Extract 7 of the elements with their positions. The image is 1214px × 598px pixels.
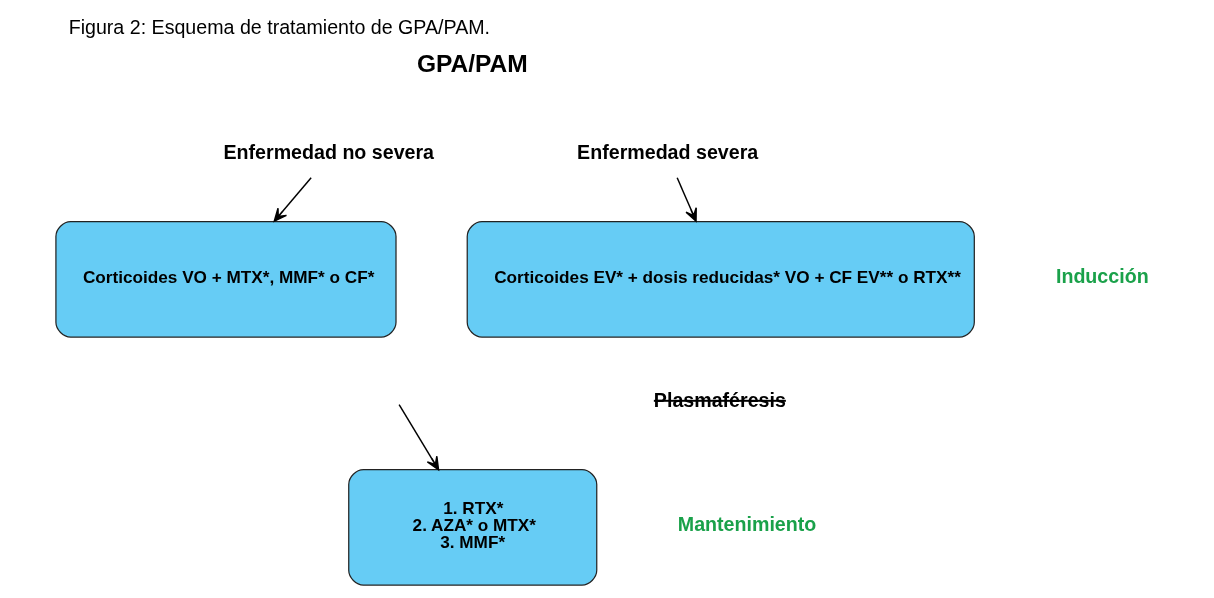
diagram-title: Figura 2: Esquema de tratamiento de GPA/PAM. [68, 15, 490, 38]
label: Plasmaféresis [653, 388, 786, 411]
node-text: Enfermedad no severa [223, 140, 434, 163]
label: Mantenimiento [677, 512, 816, 535]
label: GPA/PAM [416, 49, 528, 77]
node-text: Enfermedad severa [576, 140, 758, 163]
label: Inducción [1055, 264, 1149, 287]
